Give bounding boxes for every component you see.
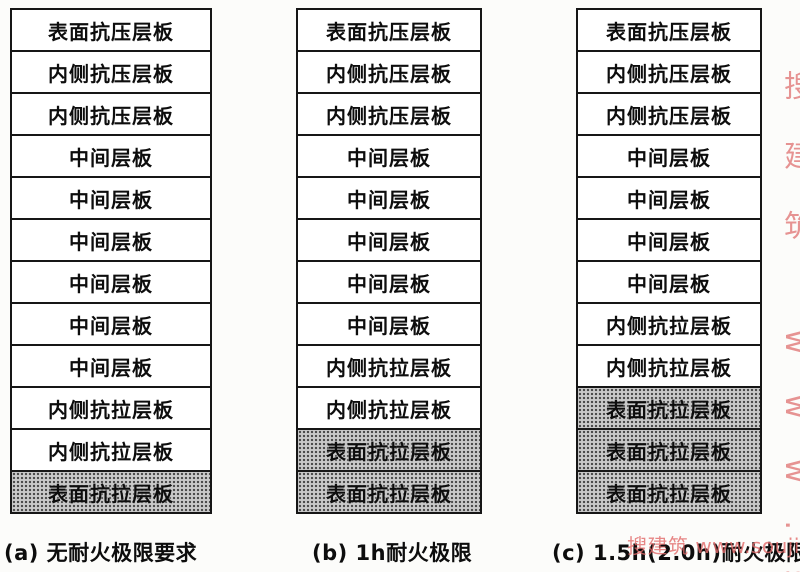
layer-box: 中间层板 — [576, 134, 762, 178]
layer-label: 表面抗拉层板 — [326, 481, 452, 506]
caption-b: (b) 1h耐火极限 — [312, 541, 473, 565]
layer-label: 中间层板 — [627, 145, 711, 170]
layer-label: 内侧抗拉层板 — [326, 355, 452, 380]
layer-label: 表面抗拉层板 — [48, 481, 174, 506]
layer-label: 中间层板 — [347, 271, 431, 296]
layer-box: 表面抗压层板 — [10, 8, 212, 52]
layer-box: 中间层板 — [576, 218, 762, 262]
layer-box-shaded: 表面抗拉层板 — [576, 386, 762, 430]
layer-label: 中间层板 — [347, 229, 431, 254]
layer-box: 内侧抗拉层板 — [296, 344, 482, 388]
layer-label: 中间层板 — [69, 229, 153, 254]
layer-label: 中间层板 — [69, 355, 153, 380]
layer-label: 中间层板 — [69, 187, 153, 212]
layer-box: 中间层板 — [296, 218, 482, 262]
layer-box-shaded: 表面抗拉层板 — [296, 428, 482, 472]
layer-box: 表面抗压层板 — [296, 8, 482, 52]
caption-c: (c) 1.5h(2.0h)耐火极限 — [552, 541, 800, 565]
layer-box: 内侧抗压层板 — [10, 92, 212, 136]
layer-label: 中间层板 — [69, 313, 153, 338]
layer-label: 表面抗拉层板 — [606, 439, 732, 464]
layer-box: 内侧抗压层板 — [296, 92, 482, 136]
layer-label: 表面抗拉层板 — [606, 481, 732, 506]
layer-box: 内侧抗压层板 — [296, 50, 482, 94]
layer-box: 内侧抗拉层板 — [296, 386, 482, 430]
layer-label: 中间层板 — [69, 145, 153, 170]
layer-box-shaded: 表面抗拉层板 — [296, 470, 482, 514]
caption-a: (a) 无耐火极限要求 — [4, 541, 198, 565]
layer-box: 中间层板 — [10, 134, 212, 178]
layer-box: 中间层板 — [10, 260, 212, 304]
layer-label: 内侧抗压层板 — [48, 61, 174, 86]
layer-box-shaded: 表面抗拉层板 — [576, 470, 762, 514]
layer-box: 内侧抗压层板 — [10, 50, 212, 94]
layer-label: 中间层板 — [627, 187, 711, 212]
layer-label: 中间层板 — [347, 187, 431, 212]
layup-stack-b: 表面抗压层板内侧抗压层板内侧抗压层板中间层板中间层板中间层板中间层板中间层板内侧… — [296, 8, 482, 514]
layer-label: 内侧抗压层板 — [606, 61, 732, 86]
layer-box: 中间层板 — [296, 176, 482, 220]
layer-label: 中间层板 — [347, 145, 431, 170]
layer-box: 内侧抗拉层板 — [10, 386, 212, 430]
layer-box: 表面抗压层板 — [576, 8, 762, 52]
layer-box: 中间层板 — [10, 344, 212, 388]
layer-label: 表面抗拉层板 — [606, 397, 732, 422]
layer-label: 内侧抗压层板 — [326, 103, 452, 128]
layer-label: 内侧抗压层板 — [326, 61, 452, 86]
layup-stack-c: 表面抗压层板内侧抗压层板内侧抗压层板中间层板中间层板中间层板中间层板内侧抗拉层板… — [576, 8, 762, 514]
layer-label: 表面抗拉层板 — [326, 439, 452, 464]
layer-label: 中间层板 — [69, 271, 153, 296]
layer-box-shaded: 表面抗拉层板 — [10, 470, 212, 514]
layer-label: 中间层板 — [347, 313, 431, 338]
layer-box: 内侧抗拉层板 — [576, 302, 762, 346]
watermark-vertical: 搜建筑 www.soujianzhu.cn — [773, 70, 800, 572]
layup-stack-a: 表面抗压层板内侧抗压层板内侧抗压层板中间层板中间层板中间层板中间层板中间层板中间… — [10, 8, 212, 514]
watermark-bottom: 搜建筑 www.soujianzhu.cn — [627, 534, 800, 558]
layer-label: 内侧抗拉层板 — [606, 313, 732, 338]
layer-box: 中间层板 — [296, 302, 482, 346]
layer-box-shaded: 表面抗拉层板 — [576, 428, 762, 472]
layer-box: 中间层板 — [576, 260, 762, 304]
layer-label: 内侧抗压层板 — [606, 103, 732, 128]
layer-box: 中间层板 — [296, 260, 482, 304]
layer-label: 内侧抗拉层板 — [326, 397, 452, 422]
layer-label: 内侧抗压层板 — [48, 103, 174, 128]
layer-label: 内侧抗拉层板 — [48, 397, 174, 422]
layer-box: 中间层板 — [10, 218, 212, 262]
layer-label: 内侧抗拉层板 — [48, 439, 174, 464]
layer-box: 中间层板 — [10, 302, 212, 346]
layer-box: 中间层板 — [10, 176, 212, 220]
layer-box: 内侧抗拉层板 — [576, 344, 762, 388]
layer-box: 中间层板 — [576, 176, 762, 220]
layer-label: 内侧抗拉层板 — [606, 355, 732, 380]
layer-label: 表面抗压层板 — [326, 19, 452, 44]
layer-box: 内侧抗压层板 — [576, 50, 762, 94]
layer-box: 中间层板 — [296, 134, 482, 178]
layer-label: 表面抗压层板 — [48, 19, 174, 44]
layer-label: 中间层板 — [627, 229, 711, 254]
layer-label: 表面抗压层板 — [606, 19, 732, 44]
layer-label: 中间层板 — [627, 271, 711, 296]
layer-box: 内侧抗压层板 — [576, 92, 762, 136]
layer-box: 内侧抗拉层板 — [10, 428, 212, 472]
